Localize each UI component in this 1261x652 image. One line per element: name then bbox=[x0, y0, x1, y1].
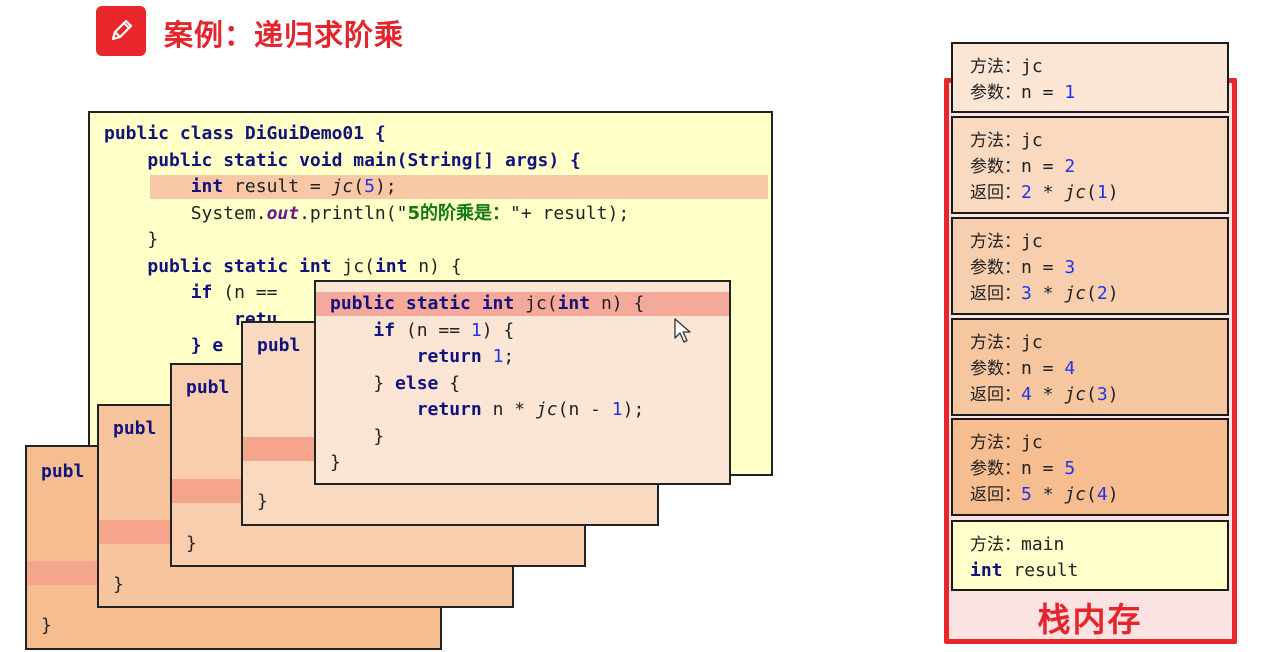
stack-frame: 方法：jc 参数：n = 5 返回：5 * jc(4) bbox=[951, 418, 1229, 516]
code-line: public static int jc(int n) { bbox=[330, 293, 645, 314]
code-line: return n * jc(n - 1); bbox=[416, 399, 645, 420]
stack-frame: 方法：jc 参数：n = 1 bbox=[951, 42, 1229, 113]
close-brace: } bbox=[186, 533, 197, 554]
close-brace: } bbox=[113, 574, 124, 595]
code-line: publ bbox=[113, 418, 157, 439]
code-line: public static int jc(int n) { bbox=[147, 255, 462, 277]
code-line: int result = jc(5); bbox=[190, 176, 397, 197]
code-line: if (n == 1) { bbox=[373, 319, 515, 341]
stack-frame-main: 方法：main int result bbox=[951, 520, 1229, 591]
close-brace: } bbox=[257, 491, 268, 512]
stack-frame: 方法：jc 参数：n = 4 返回：4 * jc(3) bbox=[951, 318, 1229, 416]
code-line: publ bbox=[41, 461, 85, 482]
main-call-highlight bbox=[150, 175, 768, 199]
code-line: } bbox=[147, 229, 159, 250]
code-line: } bbox=[373, 425, 385, 447]
jc-method-panel: public static int jc(int n) { if (n == 1… bbox=[314, 280, 731, 485]
page-title: 案例：递归求阶乘 bbox=[164, 18, 405, 52]
code-line: publ bbox=[186, 377, 230, 398]
close-brace: } bbox=[41, 615, 52, 636]
method-signature-highlight bbox=[316, 292, 729, 316]
stack-memory-label: 栈内存 bbox=[1037, 600, 1143, 639]
code-line: publ bbox=[257, 335, 301, 356]
stack-frame: 方法：jc 参数：n = 2 返回：2 * jc(1) bbox=[951, 116, 1229, 214]
edit-pen-icon bbox=[96, 6, 146, 56]
code-line: public static void main(String[] args) { bbox=[147, 149, 581, 171]
code-line: System.out.println("5的阶乘是："+ result); bbox=[190, 202, 630, 224]
code-line: if (n == bbox=[190, 282, 278, 303]
code-line: } bbox=[330, 452, 341, 473]
stack-frame: 方法：jc 参数：n = 3 返回：3 * jc(2) bbox=[951, 217, 1229, 315]
code-line: return 1; bbox=[416, 346, 515, 367]
code-line: } e bbox=[190, 335, 224, 356]
mouse-cursor-icon bbox=[674, 318, 692, 348]
code-line: public class DiGuiDemo01 { bbox=[104, 123, 386, 144]
code-line: } else { bbox=[373, 372, 461, 394]
